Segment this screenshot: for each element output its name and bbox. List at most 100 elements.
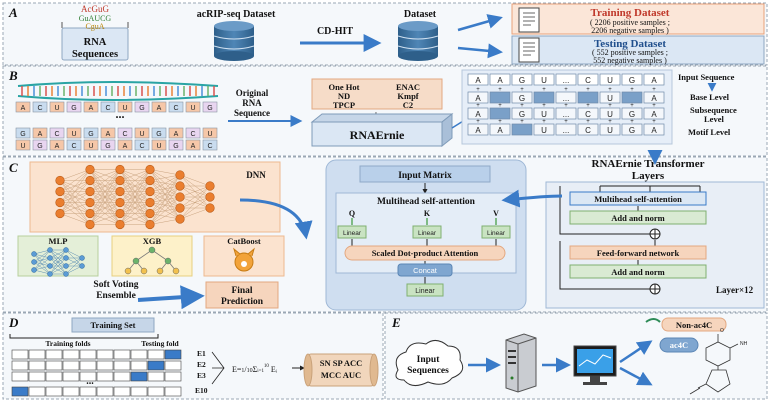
mask-plus: + xyxy=(586,103,590,109)
seq-tile-letter: A xyxy=(89,105,94,112)
mask-plus: + xyxy=(476,103,480,109)
seq-tile xyxy=(185,127,201,139)
fold-cell xyxy=(113,360,131,371)
rna-sequences-label-1: RNA xyxy=(84,37,107,48)
mask-cell-letter: C xyxy=(585,110,591,119)
seq-tile-letter: U xyxy=(190,105,195,112)
dnn-node xyxy=(85,208,95,219)
seq-tile-letter: C xyxy=(207,143,212,150)
svg-text:Linear: Linear xyxy=(487,230,506,237)
ac4c-label: ac4C xyxy=(670,340,688,350)
dnn-node xyxy=(145,164,155,175)
dnn-node xyxy=(145,197,155,208)
arrow-soft-voting xyxy=(137,285,205,310)
fold-cell xyxy=(147,371,165,382)
dnn-edge xyxy=(179,196,211,220)
sequence-dots: ... xyxy=(116,107,125,121)
folds-brace xyxy=(211,351,225,385)
mlp-node xyxy=(63,271,69,277)
mask-cell-letter: U xyxy=(541,126,547,135)
fold-cell xyxy=(11,386,29,397)
strand-top xyxy=(17,81,219,87)
feature-box xyxy=(311,78,443,110)
seq-tile-letter: C xyxy=(54,131,59,138)
non-ac4c-box xyxy=(661,317,727,332)
dnn-node xyxy=(145,219,155,230)
mask-plus: + xyxy=(630,87,634,93)
seq-tile xyxy=(185,101,201,113)
xgb-node xyxy=(164,257,172,265)
mask-cell-letter: A xyxy=(651,126,657,135)
v-label: V xyxy=(493,209,499,218)
seq-tile xyxy=(15,101,31,113)
mask-cell xyxy=(621,123,643,136)
seq-tile xyxy=(134,139,150,151)
seq-tile xyxy=(134,127,150,139)
fold-cell xyxy=(28,360,46,371)
seq-tile xyxy=(100,127,116,139)
fold-cell xyxy=(96,386,114,397)
mlp-edge xyxy=(33,249,51,263)
mlp-node xyxy=(31,259,37,265)
mlp-node xyxy=(79,255,85,261)
mask-cell xyxy=(467,107,489,120)
dnn-edge xyxy=(149,174,181,214)
dnn-node xyxy=(55,197,65,208)
level-subsequence-2: Level xyxy=(704,114,724,124)
fold-cell xyxy=(28,349,46,360)
mlp-edge xyxy=(33,249,51,271)
metrics-line-2: MCC AUC xyxy=(321,370,361,380)
dnn-edge xyxy=(119,169,151,214)
seq-tile-letter: G xyxy=(20,131,25,138)
layer-count: Layer×12 xyxy=(716,285,754,295)
fold-cell xyxy=(130,371,148,382)
seq-tile xyxy=(49,139,65,151)
seq-tile-letter: U xyxy=(88,143,93,150)
seq-tile-letter: U xyxy=(139,131,144,138)
linear-out xyxy=(406,283,444,297)
mask-plus: + xyxy=(520,103,524,109)
seq-tile-letter: A xyxy=(157,105,162,112)
dnn-edge xyxy=(59,202,91,214)
panel-d-label: D xyxy=(8,315,19,330)
sdpa-box xyxy=(344,245,506,261)
linear-k: Linear xyxy=(412,225,442,239)
dnn-node xyxy=(175,170,185,180)
seq-tile xyxy=(117,127,133,139)
dnn-edge xyxy=(59,169,91,181)
dnn-node xyxy=(145,175,155,186)
mask-cell xyxy=(577,73,599,86)
fold-cell xyxy=(130,360,148,371)
dnn-node xyxy=(85,175,95,186)
dnn-edge xyxy=(59,180,91,214)
seq-tile-letter: A xyxy=(106,131,111,138)
dnn-edge xyxy=(89,191,121,225)
rna-sequences-box: AcGuG GuAUCG CguA RNA Sequences xyxy=(61,4,129,61)
dnn-node xyxy=(55,175,65,186)
mask-plus: + xyxy=(476,119,480,125)
training-set-box xyxy=(71,317,155,333)
fold-cell xyxy=(79,371,97,382)
seq-tile xyxy=(185,139,201,151)
seq-tile-letter: U xyxy=(54,105,59,112)
xgb-tree xyxy=(124,246,180,275)
arrow-to-testing xyxy=(457,43,503,59)
mask-cell-letter: U xyxy=(607,76,613,85)
k-label: K xyxy=(424,209,431,218)
dnn-edge xyxy=(119,169,151,181)
mask-cell xyxy=(599,91,621,104)
svg-text:NH: NH xyxy=(740,341,748,347)
mlp-edge xyxy=(49,249,67,259)
xgb-node xyxy=(148,246,156,254)
arrow-dnn xyxy=(239,198,313,240)
seq-tile xyxy=(15,127,31,139)
dnn-edge xyxy=(59,213,91,225)
mha2-box xyxy=(569,191,707,206)
final-prediction-label-1: Final xyxy=(231,286,252,296)
transformer-title-1: RNAErnie Transformer xyxy=(592,158,705,170)
seq-tile-letter: C xyxy=(71,143,76,150)
fold-cell xyxy=(62,360,80,371)
dnn-node xyxy=(85,219,95,230)
mlp-node xyxy=(31,267,37,273)
